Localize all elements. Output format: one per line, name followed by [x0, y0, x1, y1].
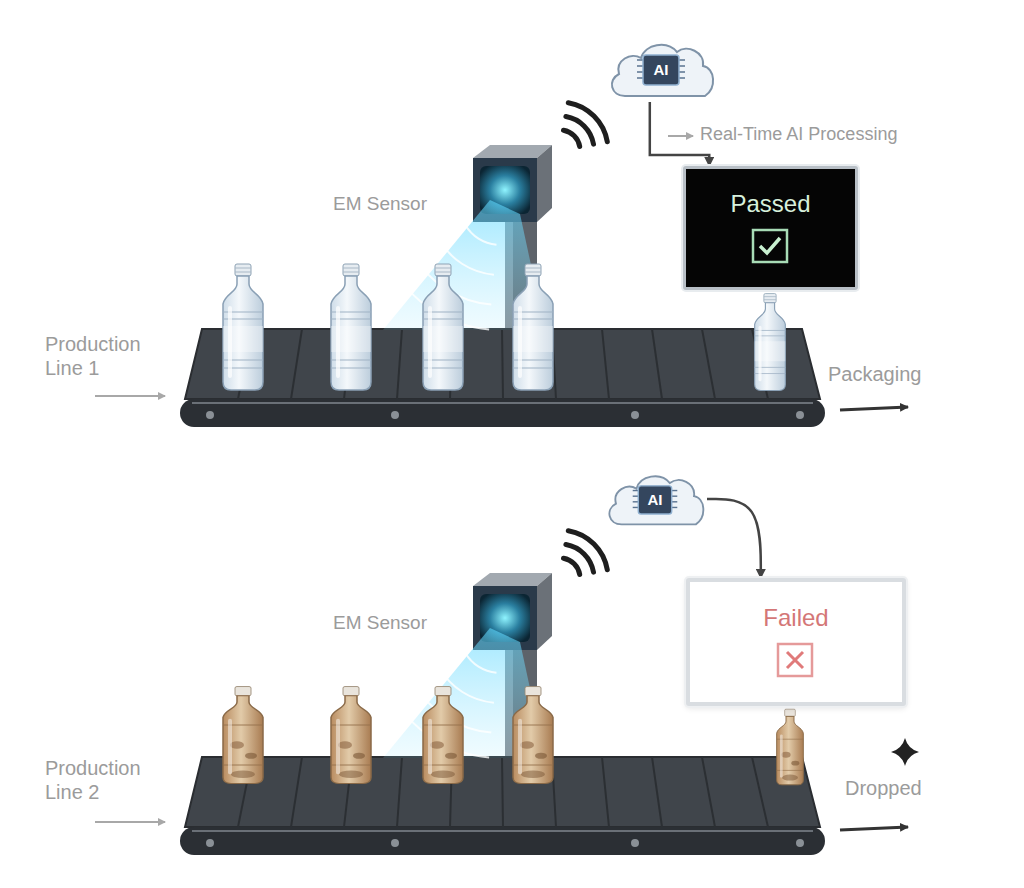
line-label: Production Line 2	[45, 756, 175, 804]
status-text: Failed	[763, 604, 828, 632]
sensor-label: EM Sensor	[333, 193, 427, 216]
flow-arrows	[95, 136, 693, 822]
chip-text: AI	[648, 491, 663, 508]
status-monitor: Passed	[683, 166, 858, 290]
status-text: Passed	[730, 190, 810, 218]
sparkle-icon	[891, 738, 919, 766]
sensor-label: EM Sensor	[333, 612, 427, 635]
process-label: Real-Time AI Processing	[700, 124, 897, 146]
ai-cloud: AI	[605, 36, 717, 102]
status-monitor: Failed	[686, 578, 906, 706]
connector-arrow	[707, 499, 761, 578]
cross-icon	[774, 640, 818, 680]
output-label: Dropped	[845, 776, 922, 800]
line-label: Production Line 1	[45, 332, 175, 380]
check-icon	[749, 226, 793, 266]
output-label: Packaging	[828, 362, 921, 386]
chip-text: AI	[654, 61, 669, 78]
ai-cloud: AI	[603, 468, 707, 530]
